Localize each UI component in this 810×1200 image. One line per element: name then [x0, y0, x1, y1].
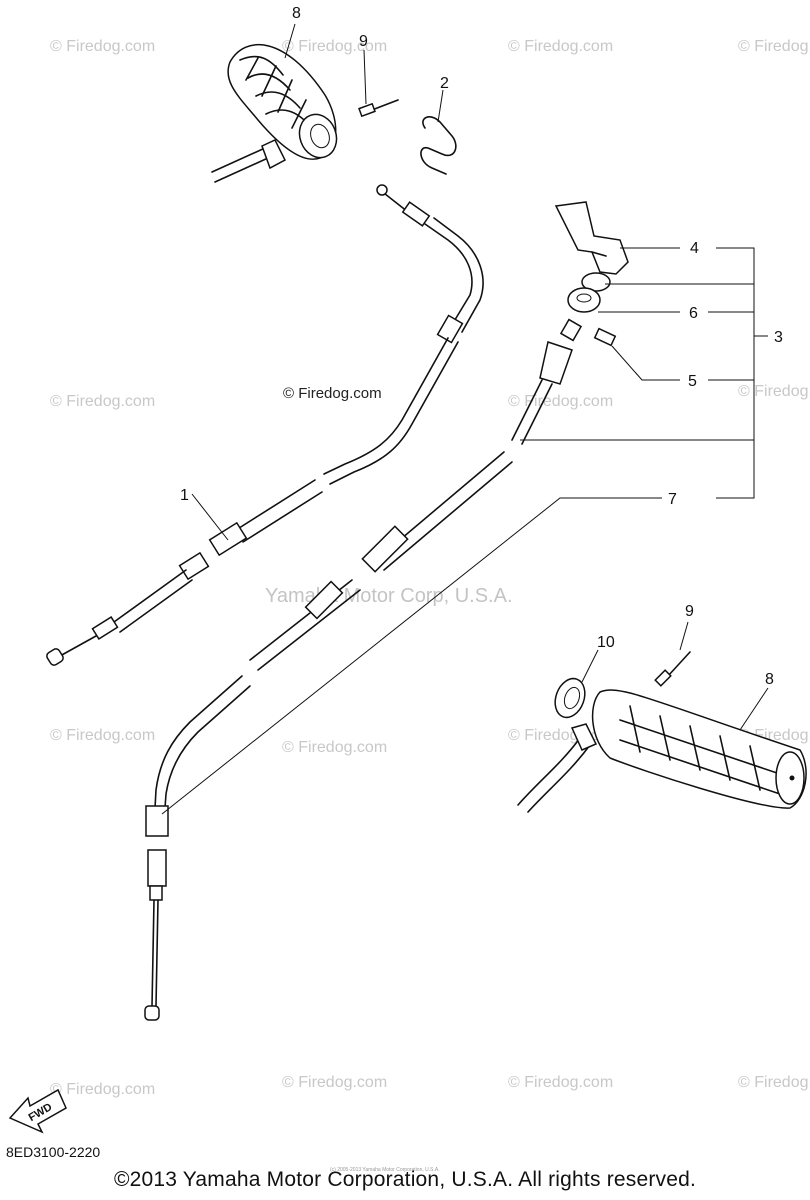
- watermark: © Firedog.com: [738, 1074, 810, 1091]
- watermark-tiny: (c) 2005-2013 Yamaha Motor Corporation, …: [330, 1167, 440, 1173]
- watermark-center: Yamaha Motor Corp, U.S.A.: [265, 585, 513, 607]
- cable-part-7: [144, 318, 583, 1021]
- diagram-part-code: 8ED3100-2220: [6, 1144, 101, 1160]
- watermark: © Firedog.com: [50, 393, 155, 410]
- forward-arrow-icon: FWD: [8, 1088, 67, 1134]
- watermark: © Firedog.com: [50, 1081, 155, 1098]
- callouts: 8 9 2 4 6 3 5 7 1 9 10 8: [180, 5, 783, 688]
- callout-8-bottom: 8: [765, 671, 774, 688]
- bottom-end-ring: [554, 677, 586, 719]
- bottom-handlebar-grip: [517, 689, 807, 813]
- spring-clip: [420, 116, 457, 175]
- cable-part-1: [46, 184, 484, 666]
- bottom-screw: [654, 651, 691, 687]
- throttle-lever: [554, 201, 629, 275]
- watermark: © Firedog.com: [508, 38, 613, 55]
- callout-9-bottom: 9: [685, 603, 694, 620]
- callout-8-top: 8: [292, 5, 301, 22]
- watermark-dark: © Firedog.com: [283, 385, 382, 402]
- callout-9-top: 9: [359, 33, 368, 50]
- watermark: © Firedog.com: [738, 383, 810, 400]
- leader-lines: [161, 23, 769, 815]
- watermark: © Firedog.com: [282, 38, 387, 55]
- callout-3: 3: [774, 329, 783, 346]
- callout-4: 4: [690, 240, 699, 257]
- watermark: © Firedog.com: [50, 38, 155, 55]
- callout-5: 5: [688, 373, 697, 390]
- top-screw: [358, 99, 399, 118]
- callout-6: 6: [689, 305, 698, 322]
- top-handlebar-grip: [211, 43, 338, 183]
- nut-washer: [567, 272, 611, 313]
- callout-1: 1: [180, 487, 189, 504]
- copyright-notice: ©2013 Yamaha Motor Corporation, U.S.A. A…: [113, 1168, 697, 1191]
- callout-7: 7: [668, 491, 677, 508]
- pin: [593, 327, 617, 347]
- watermark: © Firedog.com: [282, 1074, 387, 1091]
- watermark: © Firedog.com: [508, 393, 613, 410]
- watermark: © Firedog.com: [282, 739, 387, 756]
- watermark: © Firedog.com: [508, 1074, 613, 1091]
- watermark-layer: © Firedog.com © Firedog.com © Firedog.co…: [50, 38, 810, 1173]
- watermark: © Firedog.com: [738, 38, 810, 55]
- watermark: © Firedog.com: [50, 727, 155, 744]
- callout-2: 2: [440, 75, 449, 92]
- callout-10: 10: [597, 634, 615, 651]
